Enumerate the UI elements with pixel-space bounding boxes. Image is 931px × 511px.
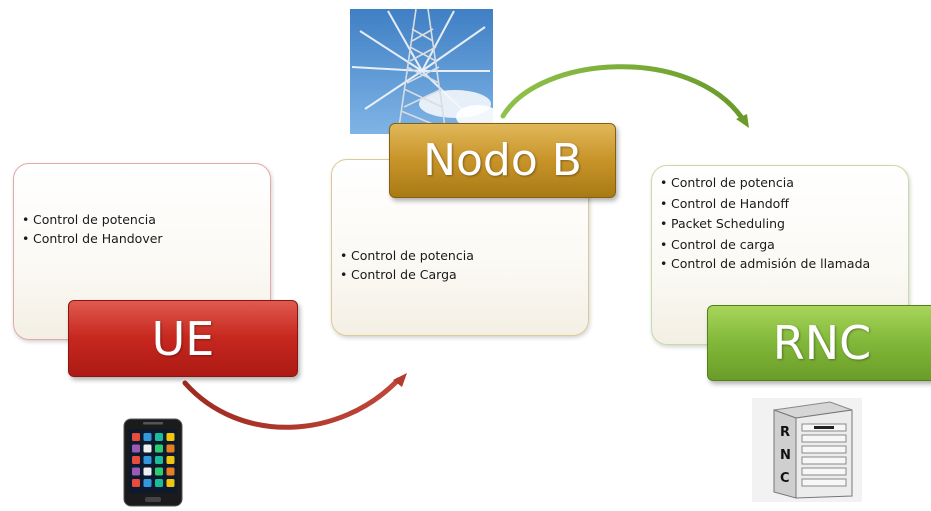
arrow-ue-to-nodo-b xyxy=(182,377,401,430)
rnc-function-item: Control de Handoff xyxy=(660,194,880,215)
app-icon xyxy=(166,456,175,464)
ue-label-box: UE xyxy=(68,300,298,377)
rnc-function-item: Control de admisión de llamada xyxy=(660,255,880,273)
app-icon xyxy=(155,479,163,487)
app-icon xyxy=(143,479,152,487)
rnc-function-item: Control de carga xyxy=(660,235,880,256)
app-icon xyxy=(166,467,175,476)
nodo-b-functions-list: Control de potencia Control de Carga xyxy=(340,246,580,284)
app-icon xyxy=(143,456,152,464)
app-icon xyxy=(155,444,163,453)
ue-label: UE xyxy=(151,311,215,366)
app-icon xyxy=(166,444,175,453)
app-icon xyxy=(132,479,140,487)
app-icon xyxy=(143,467,152,476)
rnc-function-item: Control de potencia xyxy=(660,173,880,194)
app-icon xyxy=(143,444,152,453)
rack-letter-n: N xyxy=(780,448,791,463)
arrow-nodo-b-to-rnc xyxy=(500,64,745,121)
app-icon xyxy=(132,433,140,441)
nodo-b-function-item: Control de potencia xyxy=(340,246,580,265)
app-icon xyxy=(132,444,140,453)
rack-letter-c: C xyxy=(780,471,790,486)
app-icon xyxy=(132,456,140,464)
rnc-function-item: Packet Scheduling xyxy=(660,214,880,235)
rnc-label: RNC xyxy=(772,316,872,370)
app-icon xyxy=(166,479,175,487)
app-icon xyxy=(155,467,163,476)
ue-functions-list: Control de potencia Control de Handover xyxy=(22,210,262,248)
app-icon xyxy=(155,433,163,441)
app-icon xyxy=(132,467,140,476)
app-icon xyxy=(143,433,152,441)
cell-tower-photo xyxy=(350,9,493,134)
app-icon xyxy=(166,433,175,441)
rnc-label-box: RNC xyxy=(707,305,931,381)
smartphone-icon xyxy=(123,418,183,507)
arrow-ue-to-nodo-b-head xyxy=(393,373,407,387)
rnc-functions-list: Control de potencia Control de Handoff P… xyxy=(660,173,880,273)
arrow-nodo-b-to-rnc-head xyxy=(736,114,749,128)
rack-letter-r: R xyxy=(780,425,790,440)
app-icon xyxy=(155,456,163,464)
rnc-server-icon: R N C xyxy=(752,398,862,502)
ue-function-item: Control de Handover xyxy=(22,229,262,248)
ue-function-item: Control de potencia xyxy=(22,210,262,229)
nodo-b-function-item: Control de Carga xyxy=(340,265,580,284)
nodo-b-label-box: Nodo B xyxy=(389,123,616,198)
nodo-b-label: Nodo B xyxy=(423,135,582,186)
